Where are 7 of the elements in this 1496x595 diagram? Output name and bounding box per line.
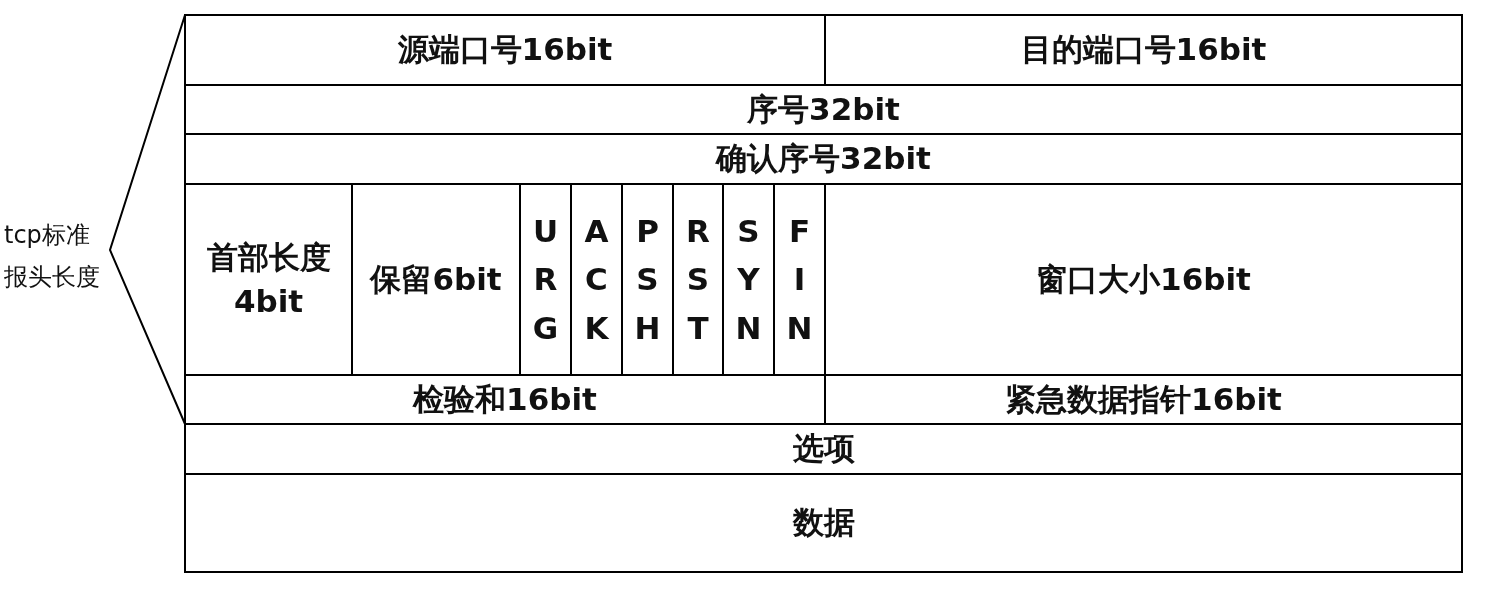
table-cell: 数据 [184,473,1463,573]
table-cell: 源端口号16bit [184,14,826,86]
table-cell: 目的端口号16bit [824,14,1463,86]
table-cell: 确认序号32bit [184,133,1463,185]
side-label: tcp标准报头长度 [4,220,101,293]
table-cell: 选项 [184,423,1463,475]
table-cell: 序号32bit [184,84,1463,135]
